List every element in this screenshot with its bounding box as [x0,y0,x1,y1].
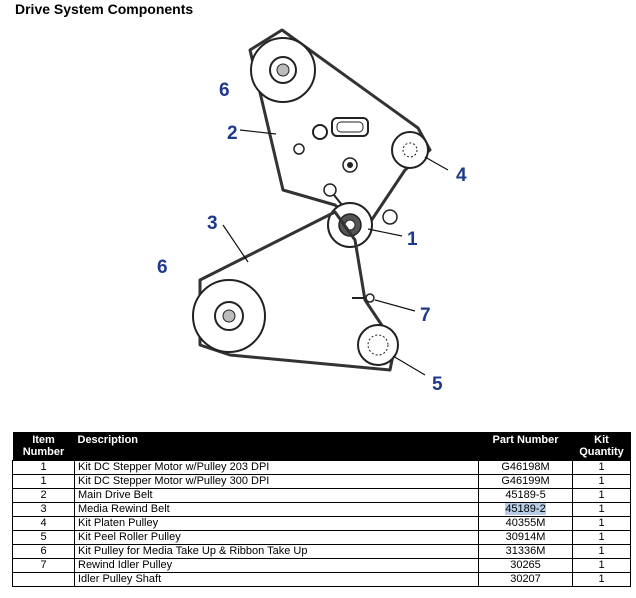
description-cell: Kit Platen Pulley [74,516,479,531]
callout-3: 3 [207,213,218,234]
header-kit-quantity: Kit Quantity [572,432,631,461]
description-cell: Kit Peel Roller Pulley [74,530,479,545]
header-item-number: Item Number [12,432,75,461]
table-row: 1 Kit DC Stepper Motor w/Pulley 203 DPI … [12,460,631,475]
item-cell [12,572,75,587]
part-number-cell: 30265 [478,558,573,573]
part-number-cell: 31336M [478,544,573,559]
description-cell: Kit Pulley for Media Take Up & Ribbon Ta… [74,544,479,559]
table-row: 6 Kit Pulley for Media Take Up & Ribbon … [12,544,631,559]
quantity-cell: 1 [572,544,631,559]
table-header-row: Item Number Description Part Number Kit … [12,432,631,461]
part-number-cell: 45189-5 [478,488,573,503]
callout-4: 4 [456,165,467,186]
callout-6-upper: 6 [219,80,230,101]
part-number-cell: 40355M [478,516,573,531]
table-row: 4 Kit Platen Pulley 40355M 1 [12,516,631,531]
item-cell: 5 [12,530,75,545]
page-title: Drive System Components [15,1,194,17]
part-number-cell: 30914M [478,530,573,545]
callout-6-lower: 6 [157,257,168,278]
quantity-cell: 1 [572,572,631,587]
platen-pulley [391,131,429,169]
part-number-cell: 45189-2 [478,502,573,517]
part-number-cell: G46199M [478,474,573,489]
item-cell: 6 [12,544,75,559]
table-row: 2 Main Drive Belt 45189-5 1 [12,488,631,503]
table-row: 3 Media Rewind Belt 45189-2 1 [12,502,631,517]
table-row: Idler Pulley Shaft 30207 1 [12,572,631,587]
quantity-cell: 1 [572,502,631,517]
callout-1: 1 [407,229,418,250]
item-cell: 3 [12,502,75,517]
item-cell: 1 [12,460,75,475]
quantity-cell: 1 [572,460,631,475]
item-cell: 4 [12,516,75,531]
callout-7: 7 [420,305,431,326]
header-description: Description [74,432,479,461]
part-number-cell: G46198M [478,460,573,475]
description-cell: Kit DC Stepper Motor w/Pulley 203 DPI [74,460,479,475]
rewind-idler-pulley [365,293,375,303]
table-row: 1 Kit DC Stepper Motor w/Pulley 300 DPI … [12,474,631,489]
item-cell: 7 [12,558,75,573]
description-cell: Main Drive Belt [74,488,479,503]
parts-table: Item Number Description Part Number Kit … [12,432,631,587]
highlighted-part-number: 45189-2 [505,503,546,515]
item-cell: 2 [12,488,75,503]
item-cell: 1 [12,474,75,489]
quantity-cell: 1 [572,516,631,531]
quantity-cell: 1 [572,474,631,489]
peel-roller-pulley [357,324,399,366]
quantity-cell: 1 [572,558,631,573]
description-cell: Kit DC Stepper Motor w/Pulley 300 DPI [74,474,479,489]
description-cell: Media Rewind Belt [74,502,479,517]
callout-5: 5 [432,374,443,395]
quantity-cell: 1 [572,530,631,545]
callout-2: 2 [227,123,238,144]
description-cell: Rewind Idler Pulley [74,558,479,573]
part-number-cell: 30207 [478,572,573,587]
table-row: 7 Rewind Idler Pulley 30265 1 [12,558,631,573]
header-part-number: Part Number [478,432,573,461]
description-cell: Idler Pulley Shaft [74,572,479,587]
quantity-cell: 1 [572,488,631,503]
drive-system-diagram: 6 2 4 3 1 6 7 5 [157,28,467,395]
table-row: 5 Kit Peel Roller Pulley 30914M 1 [12,530,631,545]
